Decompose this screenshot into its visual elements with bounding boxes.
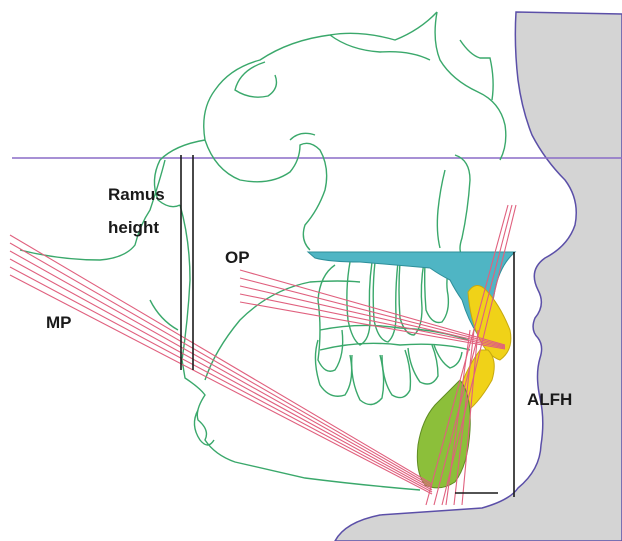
- ramus-label-line1: Ramus: [108, 185, 165, 205]
- op-label: OP: [225, 248, 250, 268]
- mp-label: MP: [46, 313, 72, 333]
- ramus-label-line2: height: [108, 218, 159, 238]
- alfh-label: ALFH: [527, 390, 572, 410]
